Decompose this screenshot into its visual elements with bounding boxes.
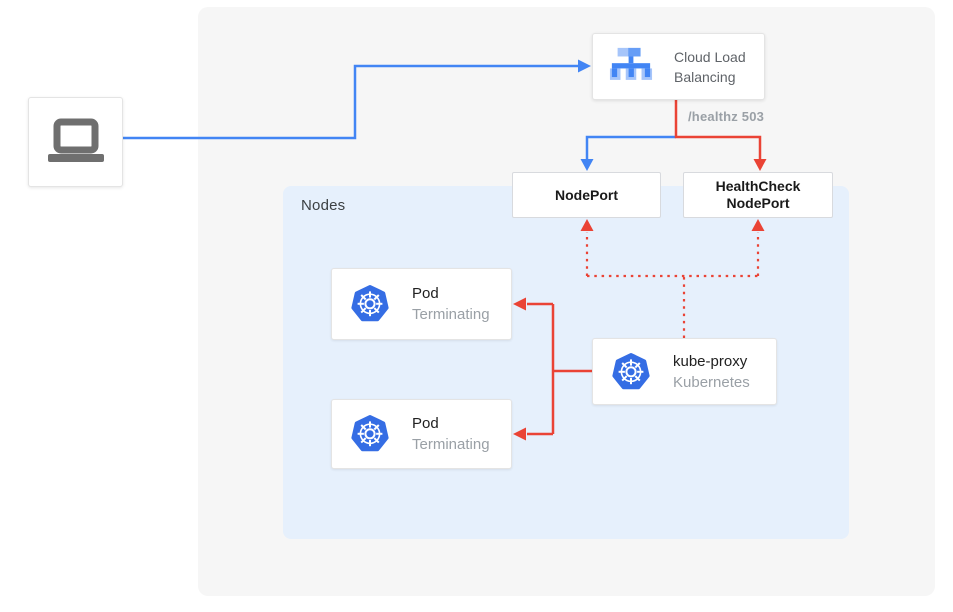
laptop-icon <box>43 114 109 170</box>
cloud-load-balancing-icon <box>608 45 654 89</box>
kubernetes-icon <box>611 352 651 392</box>
kubernetes-icon <box>350 284 390 324</box>
pod-node-1: Pod Terminating <box>331 268 512 340</box>
kubernetes-icon <box>350 414 390 454</box>
pod-status: Terminating <box>412 436 490 453</box>
healthcheck-nodeport-node: HealthCheck NodePort <box>683 172 833 218</box>
client-node <box>28 97 123 187</box>
pod-title: Pod <box>412 415 439 432</box>
pod-node-2: Pod Terminating <box>331 399 512 469</box>
nodeport-label: NodePort <box>555 186 618 203</box>
nodeport-node: NodePort <box>512 172 661 218</box>
healthz-status-label: /healthz 503 <box>688 109 765 124</box>
cloud-load-balancing-node: Cloud Load Balancing <box>592 33 765 100</box>
pod-status: Terminating <box>412 306 490 323</box>
cloud-load-balancing-label: Cloud Load Balancing <box>674 48 746 85</box>
kube-proxy-title: kube-proxy <box>673 352 748 370</box>
healthcheck-nodeport-label: HealthCheck NodePort <box>715 178 801 211</box>
pod-title: Pod <box>412 285 439 302</box>
kube-proxy-node: kube-proxy Kubernetes <box>592 338 777 405</box>
nodes-container-label: Nodes <box>301 197 346 214</box>
kube-proxy-subtitle: Kubernetes <box>673 373 750 391</box>
